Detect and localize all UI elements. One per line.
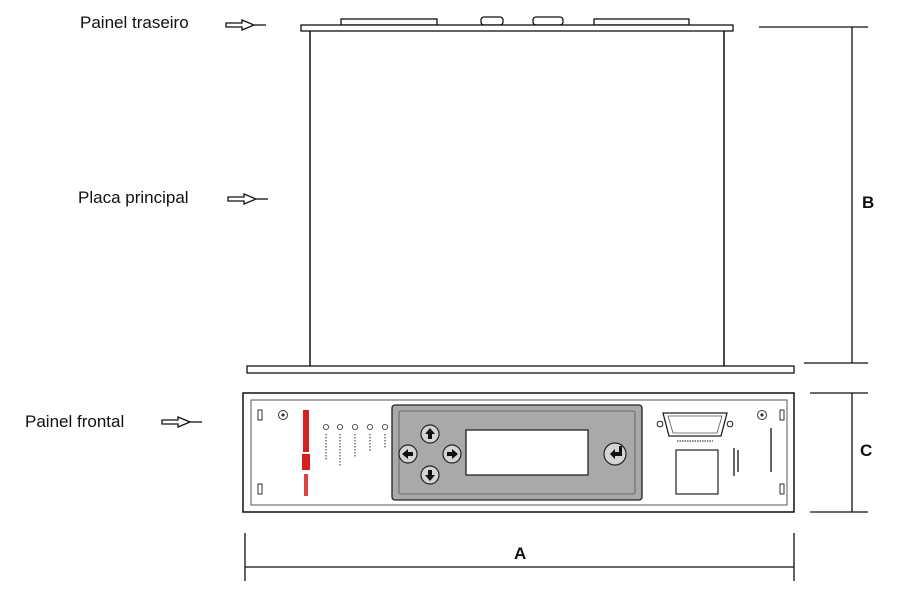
label-front-panel: Painel frontal xyxy=(25,412,125,431)
arrow-left-icon xyxy=(402,449,413,459)
label-rear-panel: Painel traseiro xyxy=(80,13,189,32)
key-up[interactable] xyxy=(420,424,440,444)
front-panel xyxy=(242,392,795,513)
arrow-right-icon xyxy=(447,449,458,459)
lcd-display xyxy=(465,429,589,476)
dimension-label-b: B xyxy=(862,193,875,212)
rear-panel-plate xyxy=(300,24,734,32)
front-panel-pointer-icon xyxy=(161,416,203,428)
dimension-c xyxy=(810,392,868,513)
rear-connector-4 xyxy=(593,18,690,26)
base-plate xyxy=(246,365,795,374)
rear-connector-1 xyxy=(340,18,438,26)
arrow-down-icon xyxy=(425,470,435,481)
rear-connector-2 xyxy=(480,16,504,26)
main-board-pointer-icon xyxy=(227,193,269,205)
arrow-up-icon xyxy=(425,428,435,439)
key-left[interactable] xyxy=(398,444,418,464)
port-marking xyxy=(733,428,772,476)
dimension-b xyxy=(759,26,868,364)
rear-panel-pointer-icon xyxy=(225,19,267,31)
key-down[interactable] xyxy=(420,465,440,485)
key-right[interactable] xyxy=(442,444,462,464)
dimension-label-a: A xyxy=(514,544,527,563)
ethernet-port xyxy=(675,449,719,495)
dimension-a xyxy=(244,533,795,581)
rear-connector-3 xyxy=(532,16,564,26)
main-board xyxy=(246,31,795,374)
label-main-board: Placa principal xyxy=(78,188,189,207)
serial-connector xyxy=(656,412,734,442)
rear-panel xyxy=(300,16,734,32)
brand-logo xyxy=(302,410,310,496)
enter-icon xyxy=(610,446,622,459)
key-enter[interactable] xyxy=(603,442,627,466)
led-indicators xyxy=(322,423,388,466)
dimension-label-c: C xyxy=(860,441,873,460)
